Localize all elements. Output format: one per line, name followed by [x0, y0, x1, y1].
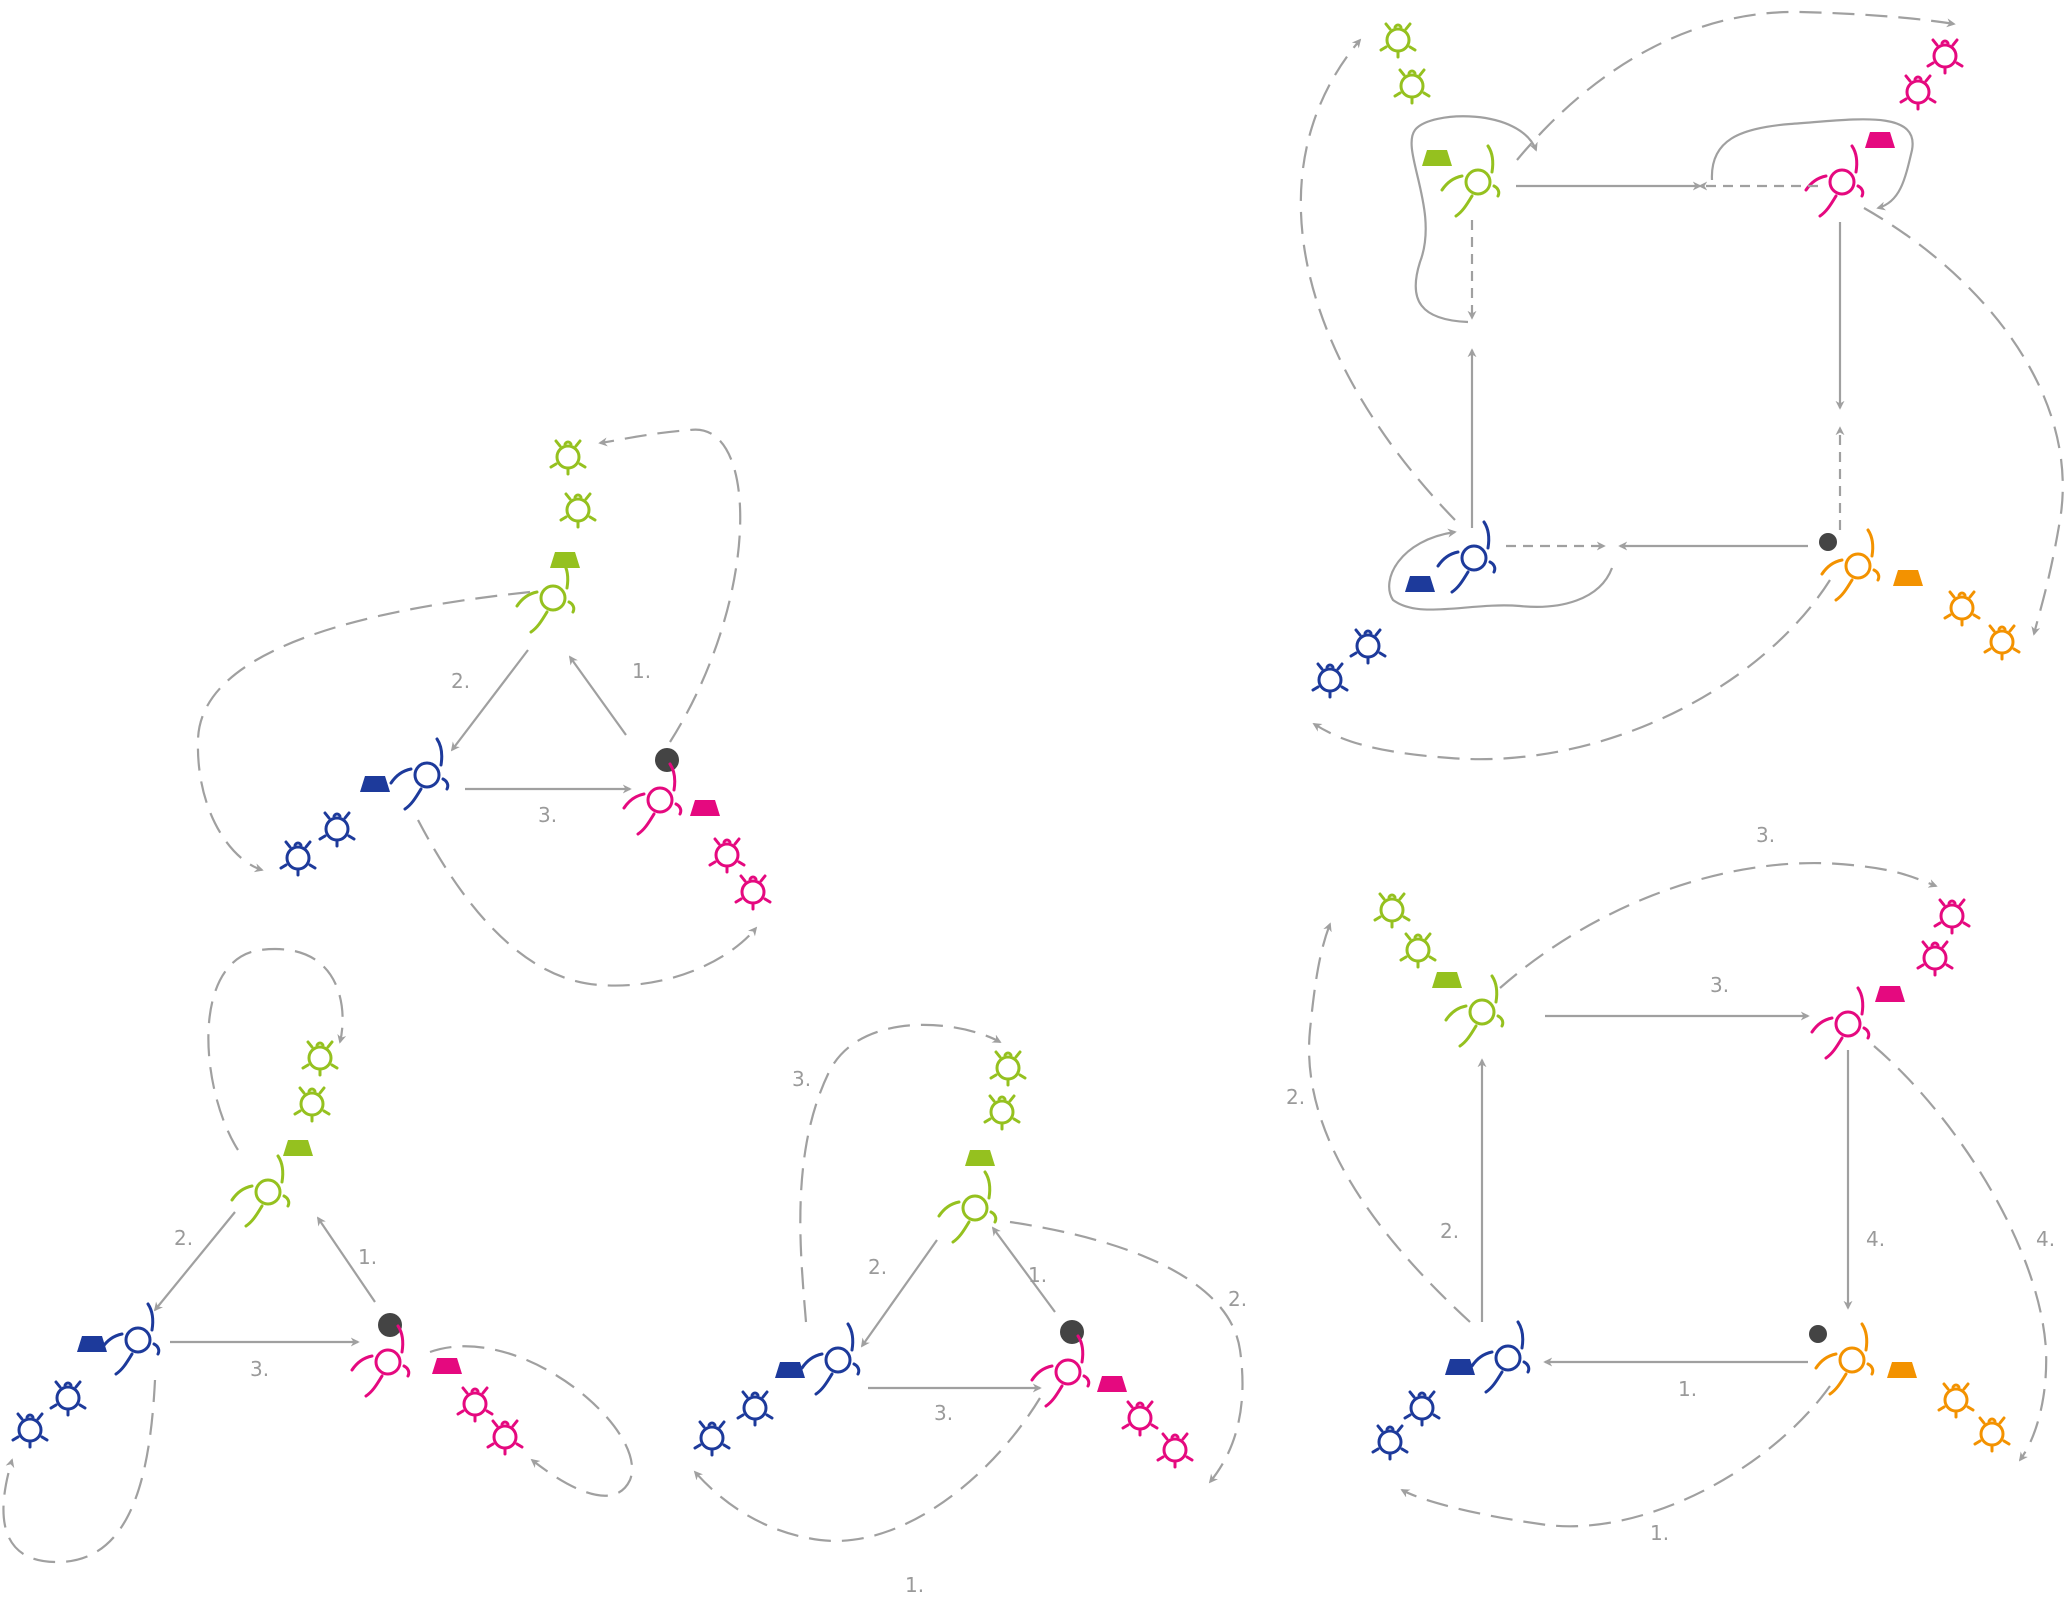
label-3: 3. — [1710, 973, 1729, 997]
orange-reserve — [1887, 1362, 2011, 1453]
arrow-1 — [568, 655, 627, 736]
label-1-dashed: 1. — [1650, 1521, 1669, 1545]
label-2: 2. — [1440, 1219, 1459, 1243]
arrow-2 — [153, 1211, 236, 1312]
label-2: 2. — [868, 1255, 887, 1279]
pink-walker-icon — [1810, 986, 1871, 1060]
dashed-pink-to-orange — [1863, 207, 2064, 636]
black-dot-icon — [1809, 1325, 1827, 1343]
loop-blue — [1388, 528, 1614, 611]
green-reserve — [549, 439, 597, 568]
dashed-2 — [1307, 922, 1471, 1323]
green-reserve — [1373, 892, 1462, 988]
label-3-dashed: 3. — [1756, 823, 1775, 847]
dashed-blue-to-green — [1299, 38, 1456, 521]
pink-walker-icon — [1804, 144, 1865, 218]
blue-walker-icon — [1470, 1320, 1531, 1394]
label-1: 1. — [1028, 1263, 1047, 1287]
arrow-2 — [860, 1239, 938, 1348]
dashed-loop-green — [598, 428, 742, 743]
arrow-1 — [316, 1216, 376, 1303]
arrow-2 — [450, 649, 529, 752]
label-1: 1. — [358, 1245, 377, 1269]
blue-reserve — [11, 1336, 107, 1449]
label-2: 2. — [451, 669, 470, 693]
dashed-loop-blue — [196, 590, 531, 873]
dashed-loop-blue — [693, 1397, 1041, 1543]
label-4-dashed: 4. — [2036, 1227, 2055, 1251]
arrow-1 — [991, 1226, 1056, 1313]
green-reserve — [965, 1050, 1027, 1166]
pink-reserve — [690, 800, 772, 911]
pink-reserve — [1097, 1376, 1194, 1469]
blue-reserve — [1371, 1359, 1475, 1461]
orange-reserve — [1893, 570, 2021, 661]
pink-walker-icon — [1030, 1334, 1091, 1408]
label-3-dashed: 3. — [792, 1067, 811, 1091]
label-3: 3. — [250, 1357, 269, 1381]
diagram-triangle-top: 1. 2. 3. — [196, 428, 772, 987]
dashed-3 — [1499, 862, 1938, 989]
green-reserve — [283, 1040, 339, 1156]
pink-walker-icon — [350, 1324, 411, 1398]
dashed-loop-green — [799, 1023, 1002, 1323]
blue-walker-icon — [800, 1322, 861, 1396]
black-dot-icon — [378, 1313, 402, 1337]
pink-reserve — [432, 1358, 524, 1456]
label-3: 3. — [934, 1401, 953, 1425]
blue-walker-icon — [389, 737, 450, 811]
label-1: 1. — [632, 659, 651, 683]
diagram-square-top — [1299, 10, 2064, 761]
blue-walker-icon — [100, 1302, 161, 1376]
pink-walker-icon — [622, 762, 683, 836]
blue-reserve — [279, 776, 390, 877]
green-walker-icon — [230, 1154, 291, 1228]
dashed-1 — [1400, 1385, 1831, 1528]
blue-reserve — [693, 1362, 805, 1457]
dashed-loop-pink — [417, 819, 758, 987]
dashed-loop-pink — [429, 1345, 634, 1497]
dashed-loop-blue — [2, 1379, 157, 1564]
pink-reserve — [1875, 898, 1971, 1002]
blue-reserve — [1311, 576, 1435, 699]
black-dot-icon — [655, 748, 679, 772]
green-walker-icon — [515, 560, 576, 634]
label-2: 2. — [174, 1226, 193, 1250]
loop-green — [1410, 115, 1538, 324]
green-reserve — [1379, 22, 1452, 166]
diagram-triangle-bottom-left: 1. 2. 3. — [2, 947, 634, 1564]
dashed-orange-to-blue — [1312, 579, 1831, 761]
dashed-green-to-pink — [1516, 10, 1956, 161]
label-1-dashed: 1. — [905, 1573, 924, 1597]
dashed-loop-pink — [1009, 1220, 1244, 1484]
loop-pink — [1710, 118, 1914, 211]
dashed-4 — [1873, 1045, 2048, 1462]
black-dot-icon — [1819, 533, 1837, 551]
label-3: 3. — [538, 803, 557, 827]
pink-reserve — [1865, 38, 1964, 148]
label-4: 4. — [1866, 1227, 1885, 1251]
label-2-dashed: 2. — [1286, 1085, 1305, 1109]
dashed-loop-green — [207, 947, 347, 1151]
diagram-triangle-bottom-mid: 1. 2. 3. 1. 2. 3. — [693, 1023, 1247, 1597]
label-1: 1. — [1678, 1377, 1697, 1401]
green-walker-icon — [1440, 144, 1501, 218]
label-2-dashed: 2. — [1228, 1287, 1247, 1311]
diagram-square-bottom: 3. 3. 2. 2. 4. 4. 1. 1. — [1286, 823, 2055, 1545]
green-walker-icon — [937, 1170, 998, 1244]
